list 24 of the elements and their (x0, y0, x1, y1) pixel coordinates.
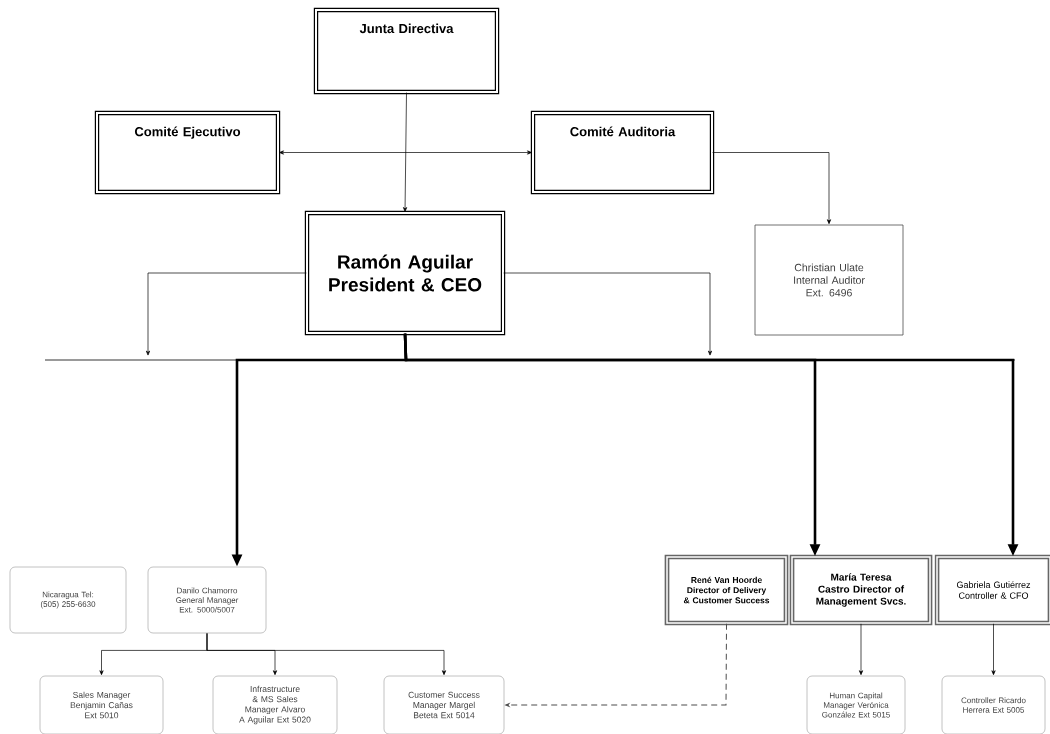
arrow (206, 633, 447, 676)
director-box: Gabriela Gutiérrez Controller & CFO (934, 554, 1050, 626)
committee-box: Comité Auditoria (530, 110, 715, 195)
position-box: Christian Ulate Internal Auditor Ext. 6496 (754, 224, 904, 336)
arrow (505, 623, 727, 707)
arrow (403, 92, 408, 212)
arrow (991, 623, 996, 676)
position-box: Nicaragua Tel: (505) 255-6630 (9, 566, 127, 634)
arrow (145, 272, 307, 356)
position-box: Customer Success Manager Margel Beteta Ext 5014 (383, 675, 505, 734)
arrow (503, 272, 713, 356)
committee-box: Comité Ejecutivo (94, 110, 281, 195)
position-box: Danilo Chamorro General Manager Ext. 5000/5007 (147, 566, 267, 634)
arrow (858, 623, 864, 676)
director-box: René Van Hoorde Director of Delivery & Customer Success (664, 554, 789, 626)
position-box: Human Capital Manager Verónica González Ext 5015 (806, 675, 906, 734)
position-box: Controller Ricardo Herrera Ext 5005 (941, 675, 1046, 734)
director-box: María Teresa Castro Director of Management Svcs. (789, 554, 933, 626)
position-box: Sales Manager Benjamin Cañas Ext 5010 (39, 675, 164, 734)
committee-box: Junta Directiva (313, 7, 500, 95)
arrow (279, 150, 532, 155)
arrow (712, 152, 832, 225)
committee-box: Ramón Aguilar President & CEO (304, 210, 506, 336)
position-box: Infrastructure & MS Sales Manager Alvaro A Aguilar Ext 5020 (212, 675, 338, 734)
